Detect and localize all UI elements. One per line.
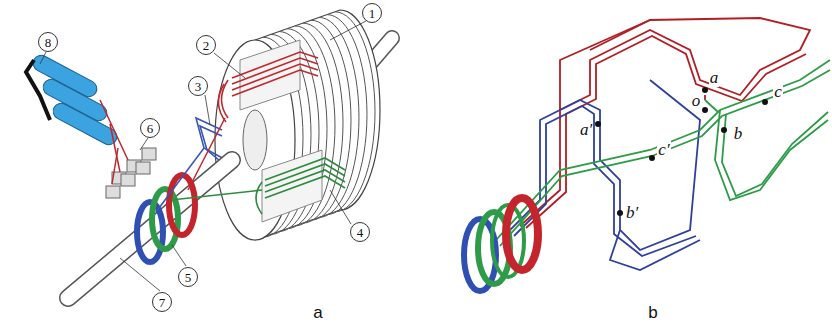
caption-letter: a [313, 303, 322, 323]
terminal-label: a′ [579, 121, 593, 139]
callout-number: 5 [178, 267, 198, 287]
callout-number: 2 [196, 35, 216, 55]
callout-number: 6 [140, 118, 160, 138]
terminal-label: a [709, 69, 720, 87]
terminal-label: b [733, 125, 744, 143]
terminal-label: o [691, 92, 702, 110]
callout-number: 3 [188, 76, 208, 96]
terminal-label: c′ [657, 141, 670, 159]
callout-number: 7 [152, 292, 172, 312]
callout-number: 8 [38, 32, 58, 52]
caption-letter: b [648, 303, 657, 323]
terminal-label: c [773, 83, 783, 101]
callout-number: 1 [362, 3, 382, 23]
terminal-label: b′ [625, 204, 639, 222]
callout-number: 4 [350, 222, 370, 242]
